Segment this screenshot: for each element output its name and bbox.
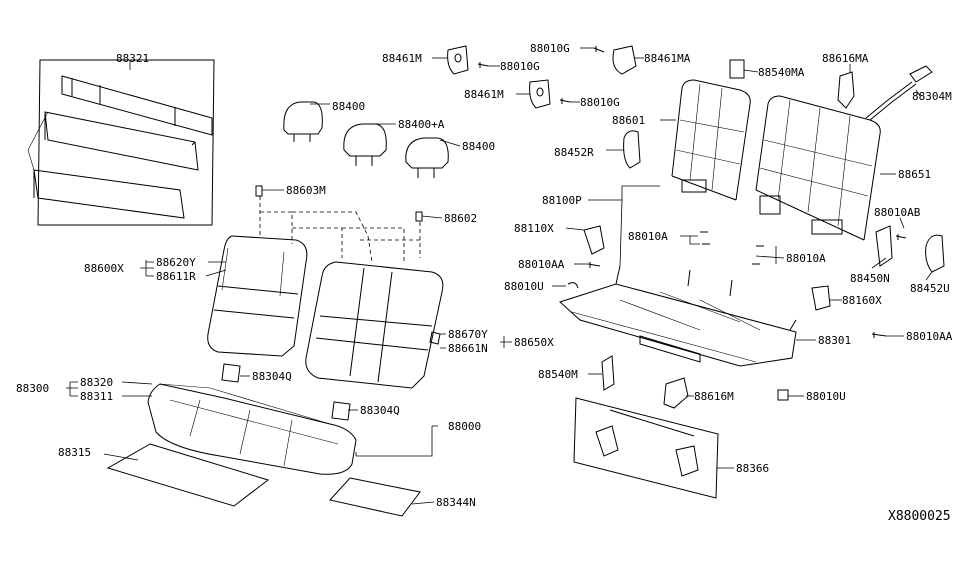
label-88452r[interactable]: 88452R — [554, 146, 594, 159]
label-88010u-a[interactable]: 88010U — [504, 280, 544, 293]
label-88400-c[interactable]: 88400 — [462, 140, 495, 153]
part-88600x-seatback-left[interactable] — [207, 235, 308, 357]
label-88400-a[interactable]: 88400 — [332, 100, 365, 113]
label-88603m[interactable]: 88603M — [286, 184, 326, 197]
part-88461ma-bracket[interactable] — [612, 45, 637, 75]
part-88344n-pad[interactable] — [329, 477, 421, 517]
part-88301-cushion-frame[interactable] — [559, 265, 797, 367]
part-88452u-cover[interactable] — [925, 234, 945, 273]
part-88601-frame-left[interactable] — [671, 79, 751, 201]
label-88320[interactable]: 88320 — [80, 376, 113, 389]
part-88603m-clip[interactable] — [255, 185, 263, 197]
label-88010g-b[interactable]: 88010G — [580, 96, 620, 109]
label-88311[interactable]: 88311 — [80, 390, 113, 403]
label-88010g-a[interactable]: 88010G — [500, 60, 540, 73]
label-88304q-b[interactable]: 88304Q — [360, 404, 400, 417]
label-88600x[interactable]: 88600X — [84, 262, 124, 275]
part-88400-headrest-left[interactable] — [283, 101, 323, 142]
label-88461m-b[interactable]: 88461M — [464, 88, 504, 101]
part-88400-headrest-right[interactable] — [405, 137, 449, 178]
label-88620y[interactable]: 88620Y — [156, 256, 196, 269]
part-88651-frame-right[interactable] — [755, 95, 881, 241]
part-88010ab-bolt[interactable] — [895, 234, 907, 240]
part-88304m-belt[interactable] — [865, 65, 933, 121]
part-88300-seat-cushion[interactable] — [147, 383, 357, 475]
label-88651[interactable]: 88651 — [898, 168, 931, 181]
label-88010aa-b[interactable]: 88010AA — [906, 330, 953, 343]
part-88540m-cover[interactable] — [601, 355, 615, 391]
part-88010aa-bolt-right[interactable] — [871, 332, 887, 338]
label-88602[interactable]: 88602 — [444, 212, 477, 225]
part-88461m-bracket-lower[interactable] — [529, 79, 551, 109]
part-88452r-cover[interactable] — [623, 130, 641, 169]
label-88304q-a[interactable]: 88304Q — [252, 370, 292, 383]
leader-lines — [66, 47, 933, 505]
part-88540ma-cover[interactable] — [729, 59, 745, 79]
part-88400a-headrest-center[interactable] — [343, 123, 387, 166]
part-88010g-bolt-upper[interactable] — [477, 62, 489, 68]
part-88010g-bolt-lower[interactable] — [559, 98, 571, 104]
label-88366[interactable]: 88366 — [736, 462, 769, 475]
label-88010a-b[interactable]: 88010A — [786, 252, 826, 265]
part-88304q-tag-left[interactable] — [221, 363, 241, 383]
label-88160x[interactable]: 88160X — [842, 294, 882, 307]
label-88010ab[interactable]: 88010AB — [874, 206, 921, 219]
label-88010u-b[interactable]: 88010U — [806, 390, 846, 403]
label-88321[interactable]: 88321 — [116, 52, 149, 65]
part-88304q-tag-right[interactable] — [331, 401, 351, 421]
label-88616ma[interactable]: 88616MA — [822, 52, 869, 65]
label-88110x[interactable]: 88110X — [514, 222, 554, 235]
label-88400-b[interactable]: 88400+A — [398, 118, 445, 131]
label-88611r[interactable]: 88611R — [156, 270, 196, 283]
diagram-id: X8800025 — [888, 509, 951, 524]
part-88450n-bracket[interactable] — [875, 225, 893, 267]
label-88344n[interactable]: 88344N — [436, 496, 476, 509]
label-88450n[interactable]: 88450N — [850, 272, 890, 285]
label-88661n[interactable]: 88661N — [448, 342, 488, 355]
part-88110x-bracket[interactable] — [583, 225, 605, 255]
label-88540m[interactable]: 88540M — [538, 368, 578, 381]
label-88650x[interactable]: 88650X — [514, 336, 554, 349]
label-88100p[interactable]: 88100P — [542, 194, 582, 207]
part-88602-clip[interactable] — [415, 211, 423, 222]
label-88010aa-a[interactable]: 88010AA — [518, 258, 565, 271]
part-88616m-hinge[interactable] — [663, 377, 689, 409]
part-88010a-bolt-upper[interactable] — [700, 231, 710, 245]
label-88300[interactable]: 88300 — [16, 382, 49, 395]
label-88000[interactable]: 88000 — [448, 420, 481, 433]
part-88010u-clip-left[interactable] — [567, 282, 579, 289]
part-88321-board-set[interactable] — [27, 59, 215, 226]
part-88160x-bracket[interactable] — [811, 285, 831, 311]
part-88461m-bracket-upper[interactable] — [447, 45, 469, 75]
label-88461m-a[interactable]: 88461M — [382, 52, 422, 65]
part-labels: 88321 88400 88400+A 88400 88603M 88602 8… — [16, 42, 953, 524]
label-88461ma[interactable]: 88461MA — [644, 52, 691, 65]
label-88601[interactable]: 88601 — [612, 114, 645, 127]
label-88301[interactable]: 88301 — [818, 334, 851, 347]
part-88010a-bolt-right[interactable] — [752, 245, 764, 265]
part-88616ma-hinge[interactable] — [837, 71, 855, 109]
label-88540ma[interactable]: 88540MA — [758, 66, 805, 79]
label-88315[interactable]: 88315 — [58, 446, 91, 459]
part-88010aa-bolt-left[interactable] — [587, 262, 601, 268]
label-88452u[interactable]: 88452U — [910, 282, 950, 295]
label-88670y[interactable]: 88670Y — [448, 328, 488, 341]
part-88315-mat[interactable] — [106, 443, 270, 507]
label-88304m[interactable]: 88304M — [912, 90, 952, 103]
label-88616m[interactable]: 88616M — [694, 390, 734, 403]
label-88010a-a[interactable]: 88010A — [628, 230, 668, 243]
part-88650x-seatback-right[interactable] — [305, 261, 444, 389]
part-88010g-bolt-top[interactable] — [593, 46, 605, 53]
part-88010u-clip-right[interactable] — [777, 389, 789, 401]
part-88366-kit[interactable] — [573, 397, 719, 499]
label-88010g-c[interactable]: 88010G — [530, 42, 570, 55]
